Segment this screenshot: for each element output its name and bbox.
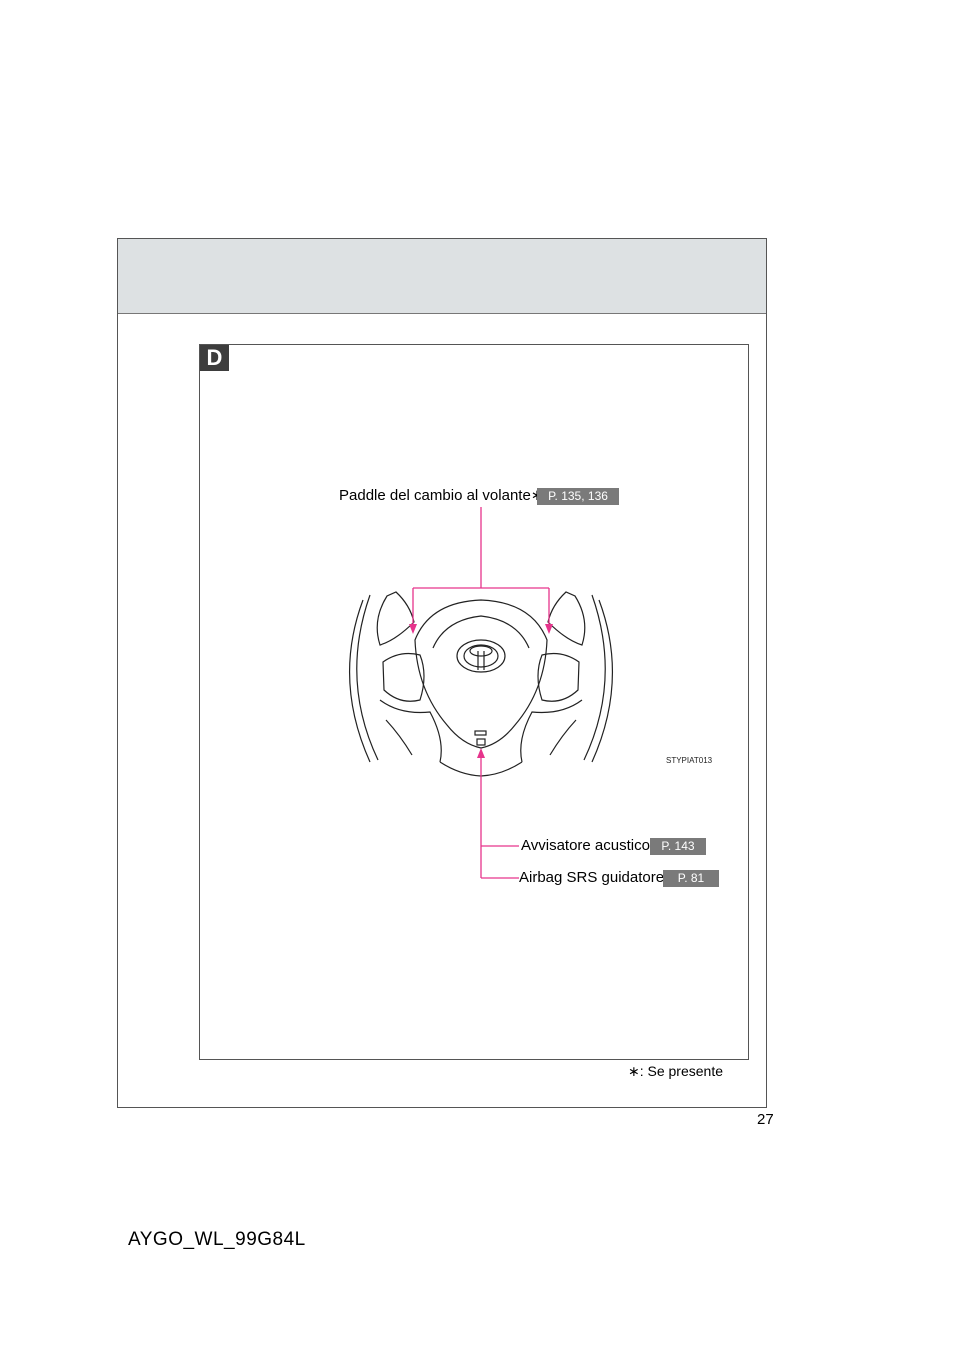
- leader-arrowheads: [409, 624, 553, 758]
- document-code: AYGO_WL_99G84L: [128, 1229, 306, 1250]
- leader-lines: [412, 507, 550, 879]
- steering-wheel-drawing: [348, 591, 614, 777]
- footnote: ∗: Se presente: [628, 1063, 724, 1079]
- header-band: [118, 239, 766, 314]
- horn-page-ref[interactable]: P. 143: [650, 838, 706, 855]
- illustration-code: STYPIAT013: [666, 756, 713, 765]
- section-letter-badge: D: [200, 345, 229, 371]
- horn-label: Avvisatore acustico: [521, 837, 650, 854]
- page-number: 27: [757, 1111, 774, 1128]
- page-frame: [117, 238, 767, 1108]
- paddle-shift-label: Paddle del cambio al volante∗: [339, 487, 544, 504]
- airbag-label: Airbag SRS guidatore: [519, 869, 665, 886]
- section-box: D: [199, 344, 749, 1060]
- paddle-shift-page-ref[interactable]: P. 135, 136: [537, 488, 619, 505]
- airbag-page-ref[interactable]: P. 81: [663, 870, 719, 887]
